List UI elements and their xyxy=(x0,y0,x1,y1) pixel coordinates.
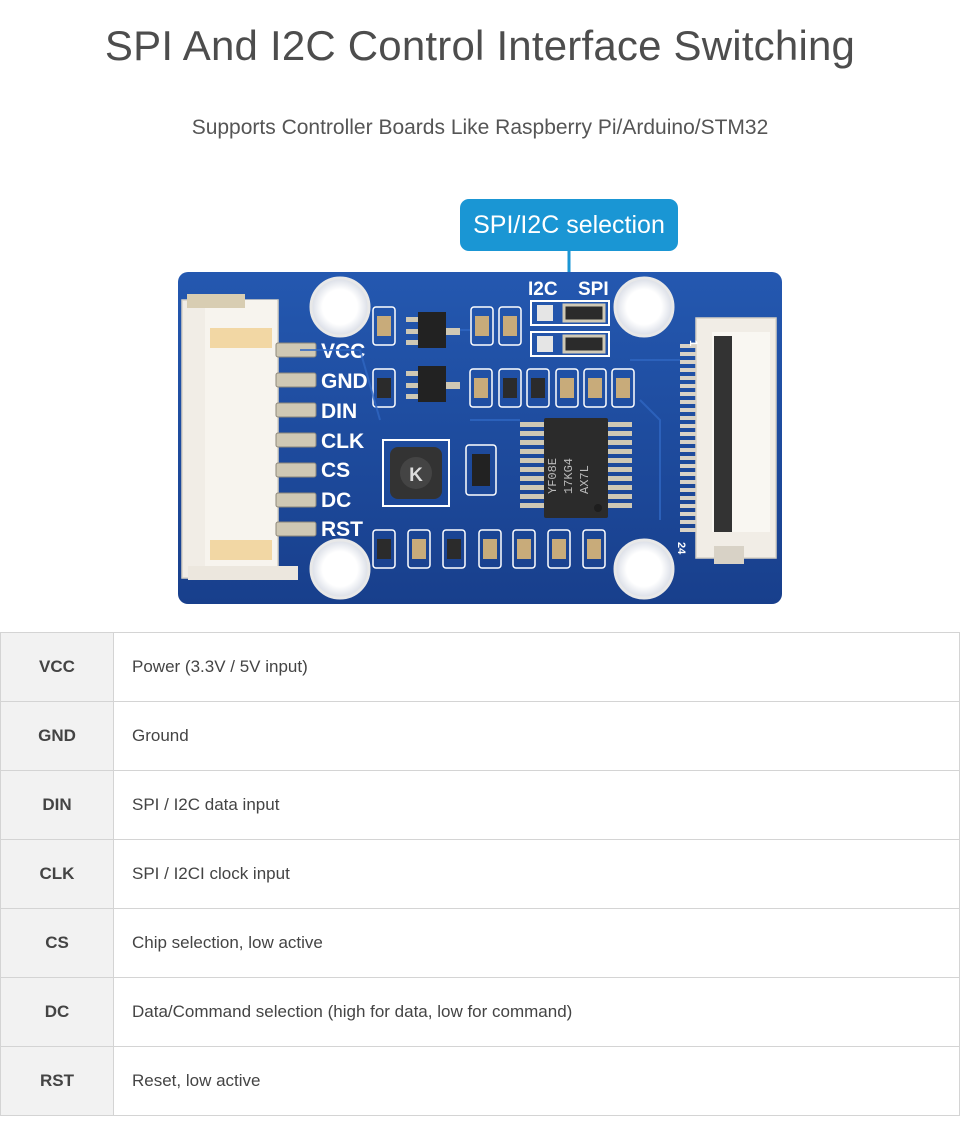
pin-description-cell: Chip selection, low active xyxy=(113,908,960,978)
selector-i2c-label: I2C xyxy=(528,279,558,300)
table-row: DIN SPI / I2C data input xyxy=(0,770,960,840)
callout-label: SPI/I2C selection xyxy=(473,211,665,239)
board-diagram: SPI/I2C selection VCC GND DIN CLK CS DC … xyxy=(178,199,782,604)
pin-name-cell: GND xyxy=(0,701,114,771)
silkscreen-pin-gnd: GND xyxy=(321,370,368,393)
pin-description-cell: SPI / I2CI clock input xyxy=(113,839,960,909)
mounting-hole-bottom-right xyxy=(613,538,675,600)
table-row: CLK SPI / I2CI clock input xyxy=(0,839,960,909)
fpc-pin-last-label: 24 xyxy=(675,542,687,555)
mounting-hole-top-right xyxy=(613,276,675,338)
smd-components xyxy=(372,306,635,569)
selection-callout: SPI/I2C selection xyxy=(460,199,678,292)
silkscreen-pin-vcc: VCC xyxy=(321,340,365,363)
table-row: DC Data/Command selection (high for data… xyxy=(0,977,960,1047)
chip-marking-line2: 17KG4 xyxy=(562,458,576,494)
pcb-board xyxy=(178,272,782,604)
silkscreen-pin-clk: CLK xyxy=(321,430,364,453)
pin-description-cell: Reset, low active xyxy=(113,1046,960,1116)
fpc-connector: 1 24 xyxy=(675,317,777,564)
pin-name-cell: CLK xyxy=(0,839,114,909)
chip-marking-line1: YF08E xyxy=(546,458,560,494)
pin-name-cell: RST xyxy=(0,1046,114,1116)
mounting-hole-top-left xyxy=(309,276,371,338)
silkscreen-pin-rst: RST xyxy=(321,518,363,541)
mounting-hole-bottom-left xyxy=(309,538,371,600)
spi-i2c-selector: I2C SPI xyxy=(528,279,610,357)
pin-description-cell: Power (3.3V / 5V input) xyxy=(113,632,960,702)
pin-name-cell: VCC xyxy=(0,632,114,702)
fpc-pin-first-label: 1 xyxy=(687,340,699,346)
callout-box xyxy=(460,199,678,251)
pin-description-cell: Data/Command selection (high for data, l… xyxy=(113,977,960,1047)
table-row: GND Ground xyxy=(0,701,960,771)
pin-description-table: VCC Power (3.3V / 5V input) GND Ground D… xyxy=(0,632,960,1116)
pin-description-cell: SPI / I2C data input xyxy=(113,770,960,840)
main-ic-chip: YF08E 17KG4 AX7L xyxy=(520,418,632,518)
chip-marking-line3: AX7L xyxy=(578,465,592,494)
pin-pads xyxy=(275,342,317,537)
pin-name-cell: CS xyxy=(0,908,114,978)
pin-name-cell: DC xyxy=(0,977,114,1047)
inductor: K xyxy=(382,439,450,507)
table-row: VCC Power (3.3V / 5V input) xyxy=(0,632,960,702)
selector-spi-label: SPI xyxy=(578,279,609,300)
svg-text:K: K xyxy=(409,465,423,486)
page-subtitle: Supports Controller Boards Like Raspberr… xyxy=(191,116,769,139)
table-row: CS Chip selection, low active xyxy=(0,908,960,978)
table-row: RST Reset, low active xyxy=(0,1046,960,1116)
silkscreen-pin-dc: DC xyxy=(321,489,351,512)
pin-name-cell: DIN xyxy=(0,770,114,840)
pcb-traces xyxy=(300,329,680,520)
pin-description-cell: Ground xyxy=(113,701,960,771)
silkscreen-pin-cs: CS xyxy=(321,459,350,482)
silkscreen-pin-din: DIN xyxy=(321,400,357,423)
page-title: SPI And I2C Control Interface Switching xyxy=(104,22,856,69)
